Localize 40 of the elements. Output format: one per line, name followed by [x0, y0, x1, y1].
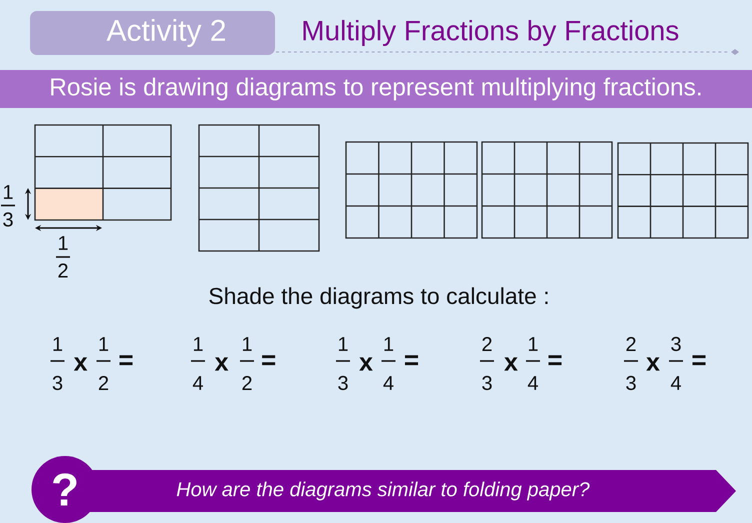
- denominator: 3: [338, 376, 348, 390]
- denominator: 4: [383, 376, 394, 390]
- numerator: 3: [671, 336, 681, 352]
- denominator: 2: [242, 376, 252, 390]
- numerator: 1: [384, 337, 394, 351]
- numerator: 1: [4, 185, 13, 199]
- times-sign: x: [504, 357, 518, 371]
- numerator: 2: [626, 337, 636, 351]
- numerator: 1: [194, 337, 203, 351]
- equals-sign: =: [120, 355, 133, 366]
- equals-sign: =: [405, 355, 418, 366]
- numerator: 1: [242, 337, 252, 351]
- numerator: 1: [53, 337, 62, 351]
- numerator: 1: [99, 337, 108, 351]
- instruction-text: Shade the diagrams to calculate :: [209, 287, 548, 309]
- numerator: 1: [338, 337, 348, 351]
- title: Multiply Fractions by Fractions: [304, 20, 678, 46]
- denominator: 4: [528, 376, 538, 390]
- numerator: 2: [482, 337, 492, 351]
- equals-sign: =: [692, 355, 706, 366]
- denominator: 4: [192, 376, 203, 390]
- numerator: 1: [528, 337, 538, 351]
- times-sign: x: [646, 357, 660, 371]
- node-label: How are the diagrams similar to folding paper?: [176, 482, 590, 500]
- denominator: 2: [98, 376, 108, 390]
- banner: Rosie is drawing diagrams to represent multiplying fractions.: [0, 70, 752, 108]
- times-sign: x: [214, 357, 228, 371]
- denominator: 3: [52, 376, 62, 390]
- denominator: 3: [3, 212, 13, 227]
- times-sign: x: [74, 357, 88, 371]
- times-sign: x: [359, 357, 373, 371]
- denominator: 2: [58, 264, 68, 278]
- equals-sign: =: [262, 355, 276, 366]
- denominator: 3: [626, 376, 636, 390]
- denominator: 4: [670, 376, 681, 390]
- equals-sign: =: [548, 355, 562, 366]
- denominator: 3: [482, 376, 492, 390]
- label-box: Activity 2: [30, 11, 275, 55]
- numerator: 1: [58, 236, 68, 250]
- node-label: ?: [53, 473, 76, 506]
